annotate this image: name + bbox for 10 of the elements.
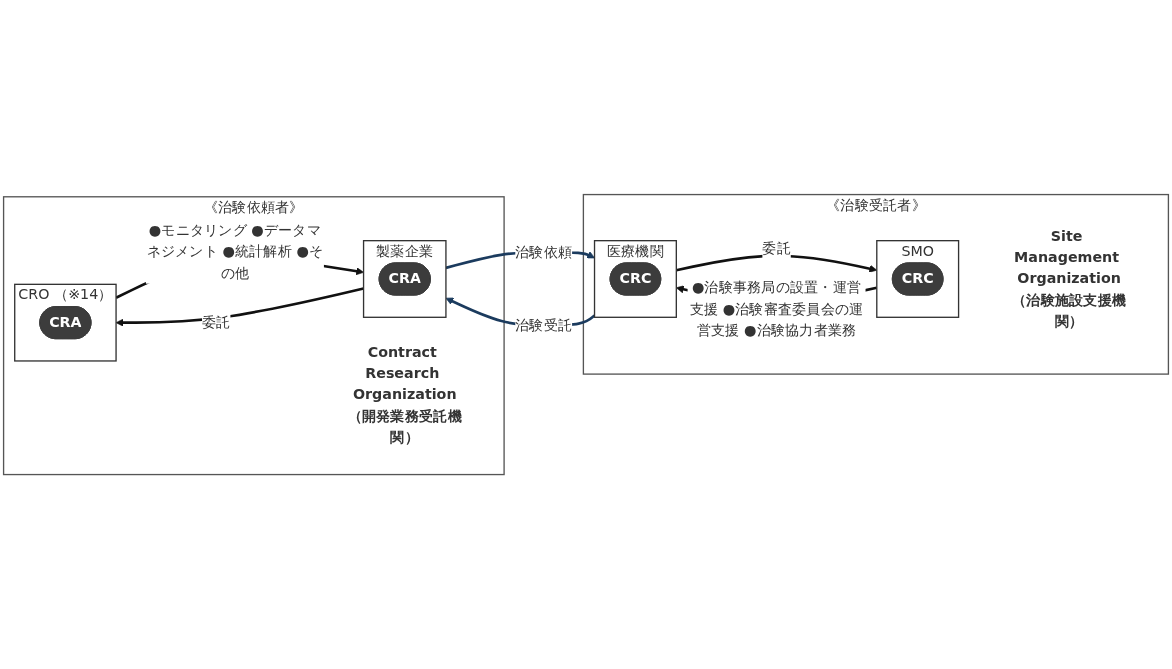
node-label: Contract Research Organization: [352, 343, 457, 403]
edge-label: 治験依頼: [515, 243, 573, 261]
edge-label: 委託: [762, 239, 791, 257]
node-label: Site Management Organization: [1014, 227, 1121, 287]
node-label: （治験施設支援機関）: [1012, 291, 1127, 330]
edge-label: 治験受託: [515, 316, 573, 334]
edge-label: 委託: [202, 313, 231, 331]
edge-label: ●治験事務局の設置・運営支援 ●治験審査委員会の運営支援 ●治験協力者業務: [689, 278, 864, 339]
node-label: （開発業務受託機関）: [347, 407, 462, 446]
edge-label: ●モニタリング ●データマネジメント ●統計解析 ●その他: [146, 221, 324, 282]
